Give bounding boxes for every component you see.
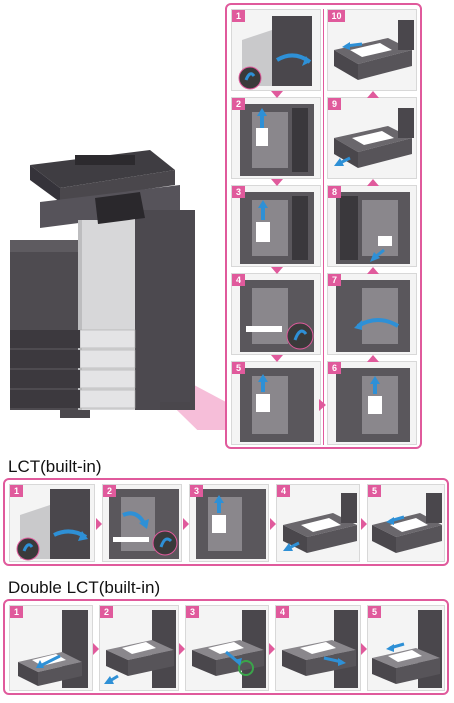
double-lct-heading: Double LCT(built-in) xyxy=(8,578,161,597)
main-step-5-panel: 5 xyxy=(231,361,321,445)
double-lct-steps-frame: 1 2 3 xyxy=(3,599,449,695)
step-number: 3 xyxy=(186,606,199,618)
step-number: 8 xyxy=(328,186,341,198)
step-number: 6 xyxy=(328,362,341,374)
main-unit-steps-frame: 1 2 3 4 xyxy=(225,3,422,449)
step-number: 3 xyxy=(232,186,245,198)
main-step-8-panel: 8 xyxy=(327,185,417,267)
double-lct-step-3-panel: 3 xyxy=(185,605,269,691)
main-step-2-panel: 2 xyxy=(231,97,321,179)
lct-step-5-panel: 5 xyxy=(367,484,445,562)
main-step-6-panel: 6 xyxy=(327,361,417,445)
main-step-4-panel: 4 xyxy=(231,273,321,355)
step-number: 2 xyxy=(103,485,116,497)
step-number: 1 xyxy=(10,485,23,497)
double-lct-step-1-panel: 1 xyxy=(9,605,93,691)
step-number: 5 xyxy=(232,362,245,374)
lct-heading: LCT(built-in) xyxy=(8,457,102,476)
step-number: 3 xyxy=(190,485,203,497)
step-number: 10 xyxy=(328,10,345,22)
step-number: 1 xyxy=(10,606,23,618)
step-number: 5 xyxy=(368,485,381,497)
step-number: 4 xyxy=(277,485,290,497)
double-lct-step-2-panel: 2 xyxy=(99,605,179,691)
step-number: 4 xyxy=(232,274,245,286)
main-step-10-panel: 10 xyxy=(327,9,417,91)
lct-step-4-panel: 4 xyxy=(276,484,360,562)
step-number: 2 xyxy=(232,98,245,110)
step-number: 7 xyxy=(328,274,341,286)
step-number: 2 xyxy=(100,606,113,618)
step-number: 1 xyxy=(232,10,245,22)
copier-illustration xyxy=(0,140,240,430)
double-lct-step-5-panel: 5 xyxy=(367,605,445,691)
main-step-1-panel: 1 xyxy=(231,9,321,91)
step-number: 5 xyxy=(368,606,381,618)
double-lct-step-4-panel: 4 xyxy=(275,605,361,691)
lct-step-2-panel: 2 xyxy=(102,484,182,562)
lct-steps-frame: 1 2 3 4 xyxy=(3,478,449,566)
lct-step-1-panel: 1 xyxy=(9,484,95,562)
main-step-3-panel: 3 xyxy=(231,185,321,267)
step-number: 9 xyxy=(328,98,341,110)
lct-step-3-panel: 3 xyxy=(189,484,269,562)
main-step-7-panel: 7 xyxy=(327,273,417,355)
step-number: 4 xyxy=(276,606,289,618)
main-step-9-panel: 9 xyxy=(327,97,417,179)
